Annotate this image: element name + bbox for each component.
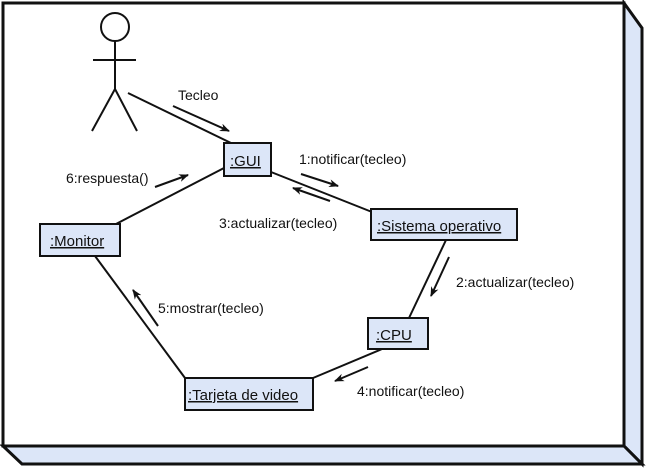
link-actor-gui	[127, 92, 232, 144]
label-m2: 2:actualizar(tecleo)	[456, 274, 574, 290]
object-gui-box	[223, 142, 272, 177]
object-cpu-label: :CPU	[376, 327, 412, 344]
actor-left-leg	[91, 88, 116, 132]
arrow-m1	[300, 173, 339, 188]
label-m4: 4:notificar(tecleo)	[357, 383, 464, 399]
object-so-box	[370, 208, 518, 241]
panel-right-face	[622, 0, 644, 468]
object-cpu-box	[367, 317, 429, 350]
arrow-m2	[430, 256, 450, 297]
object-gui-label: :GUI	[230, 153, 261, 170]
links	[94, 92, 447, 379]
object-sistema-operativo[interactable]: :Sistema operativo	[370, 208, 518, 241]
label-tecleo: Tecleo	[178, 87, 219, 103]
object-tarjeta-box	[184, 377, 314, 411]
panel-bottom-face	[0, 444, 646, 466]
link-monitor-gui	[115, 167, 225, 225]
object-monitor[interactable]: :Monitor	[39, 223, 121, 257]
object-so-label: :Sistema operativo	[377, 218, 501, 235]
arrow-m4	[334, 366, 369, 382]
actor-stick-figure[interactable]	[91, 12, 138, 132]
arrow-m6	[154, 174, 189, 188]
arrow-m5	[132, 289, 159, 327]
link-cpu-tarjeta	[312, 348, 383, 379]
link-tarjeta-monitor	[94, 255, 186, 379]
message-arrows	[132, 105, 450, 382]
message-labels: Tecleo 1:notificar(tecleo) 3:actualizar(…	[66, 87, 574, 399]
actor-right-leg	[114, 88, 138, 132]
object-monitor-box	[39, 223, 121, 257]
arrow-m3	[292, 187, 331, 202]
label-m3: 3:actualizar(tecleo)	[219, 215, 337, 231]
object-monitor-label: :Monitor	[50, 233, 104, 250]
object-tarjeta-label: :Tarjeta de video	[188, 387, 298, 404]
label-m5: 5:mostrar(tecleo)	[158, 300, 264, 316]
link-so-cpu	[408, 239, 447, 319]
label-m6: 6:respuesta()	[66, 170, 148, 186]
arrow-tecleo	[172, 105, 230, 132]
object-cpu[interactable]: :CPU	[367, 317, 429, 350]
label-m1: 1:notificar(tecleo)	[299, 151, 406, 167]
actor-head	[100, 12, 130, 42]
object-tarjeta-de-video[interactable]: :Tarjeta de video	[184, 377, 314, 411]
link-gui-so	[270, 171, 373, 213]
object-gui[interactable]: :GUI	[223, 142, 272, 177]
